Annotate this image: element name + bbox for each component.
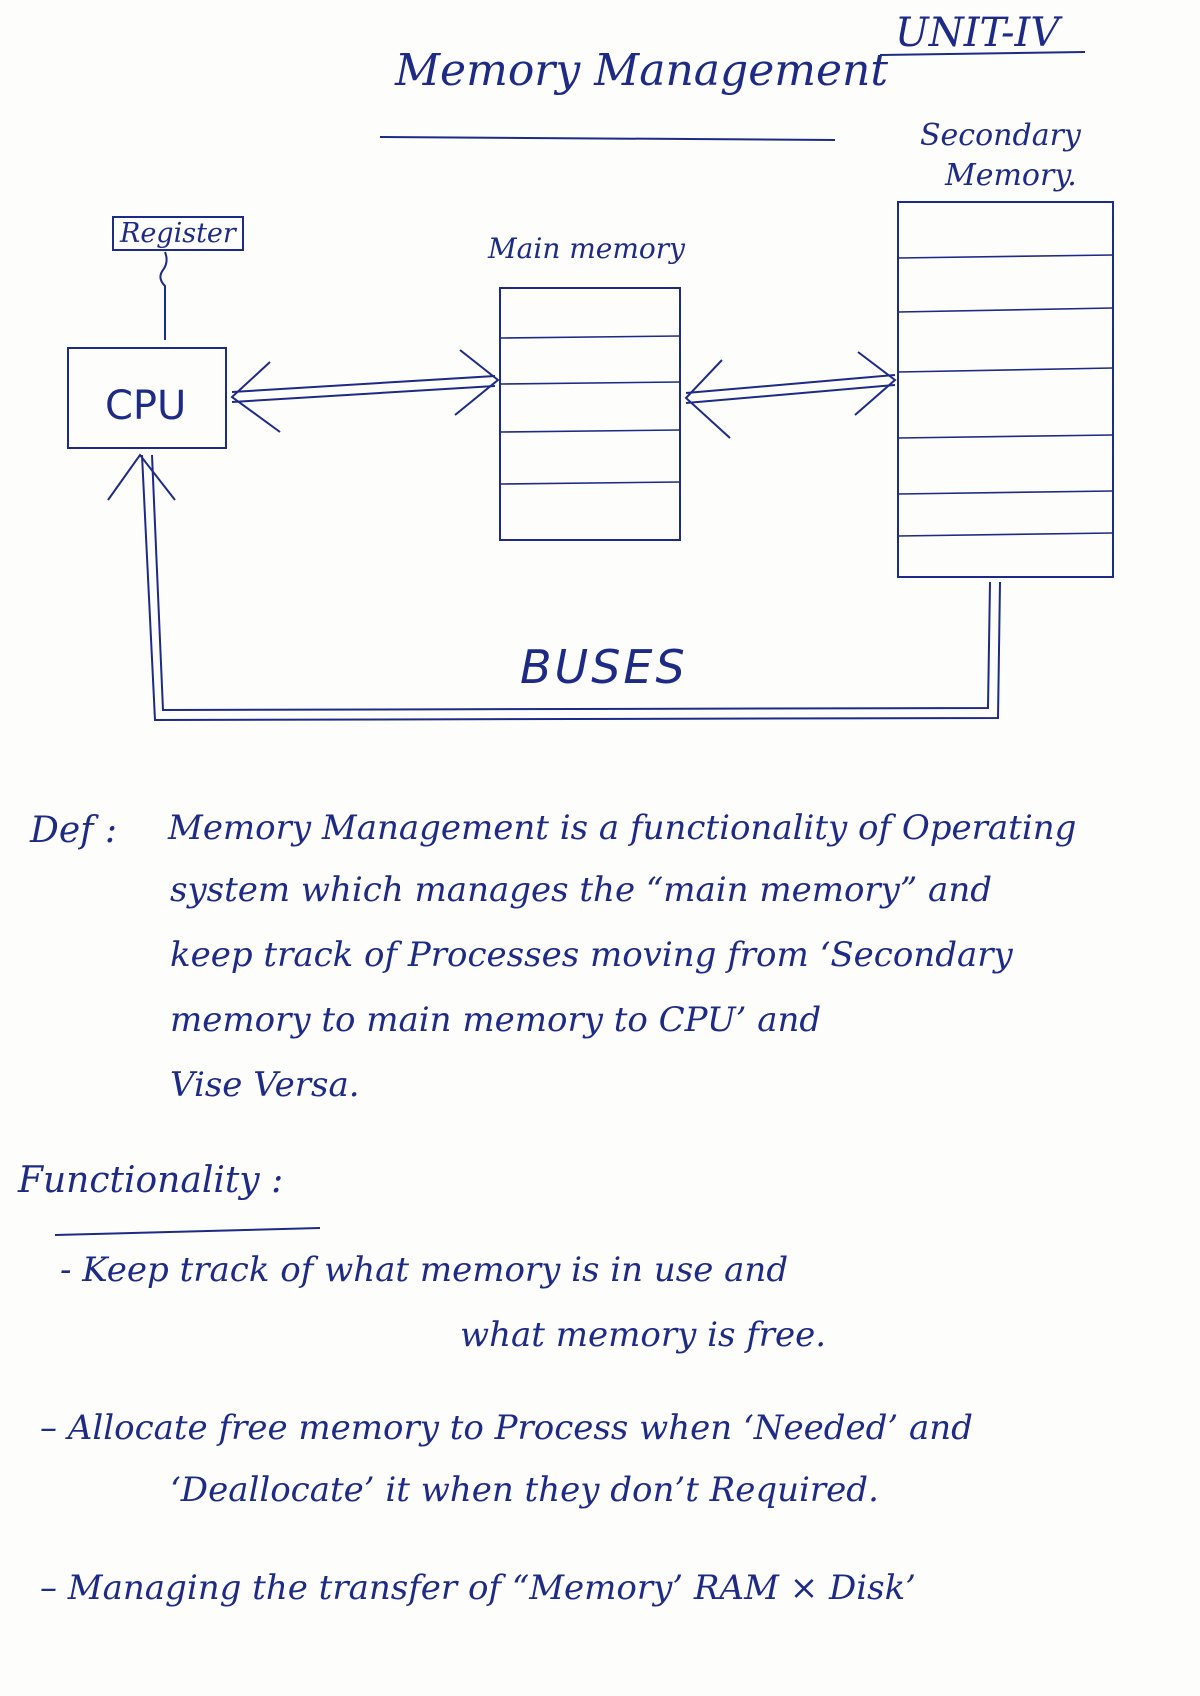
secondary-memory-label-line1: Secondary [920,118,1081,153]
functionality-item-continuation: what memory is free. [460,1315,827,1355]
functionality-underline [54,1227,321,1236]
unit-underline [879,51,1086,56]
functionality-item: - Keep track of what memory is in use an… [60,1250,789,1290]
functionality-item: – Allocate free memory to Process when ‘… [40,1408,973,1448]
functionality-item-continuation: ‘Deallocate’ it when they don’t Required… [170,1470,879,1510]
page-title: Memory Management [395,45,889,96]
functionality-item: – Managing the transfer of “Memory’ RAM … [40,1568,916,1608]
register-link [159,251,168,340]
buses-label: BUSES [520,640,688,694]
main-memory-stack [499,287,681,541]
cpu-box [67,347,227,449]
definition-label: Def : [30,810,118,851]
main-memory-label: Main memory [488,232,685,265]
register-label: Register [112,216,244,251]
unit-heading: UNIT-IV [895,10,1060,56]
bus-lines [107,453,1001,722]
definition-line: Memory Management is a functionality of … [168,808,1077,848]
definition-line: system which manages the “main memory” a… [170,870,992,910]
secondary-memory-label-line2: Memory. [945,158,1077,193]
secondary-memory-stack [897,201,1114,578]
definition-line: keep track of Processes moving from ‘Sec… [170,935,1013,975]
cpu-main-arrow [230,349,500,433]
main-secondary-arrow [684,351,897,439]
functionality-heading: Functionality : [18,1160,284,1201]
cpu-label: CPU [105,383,187,429]
title-underline [379,136,836,141]
definition-line: Vise Versa. [170,1065,360,1105]
definition-line: memory to main memory to CPU’ and [170,1000,822,1040]
